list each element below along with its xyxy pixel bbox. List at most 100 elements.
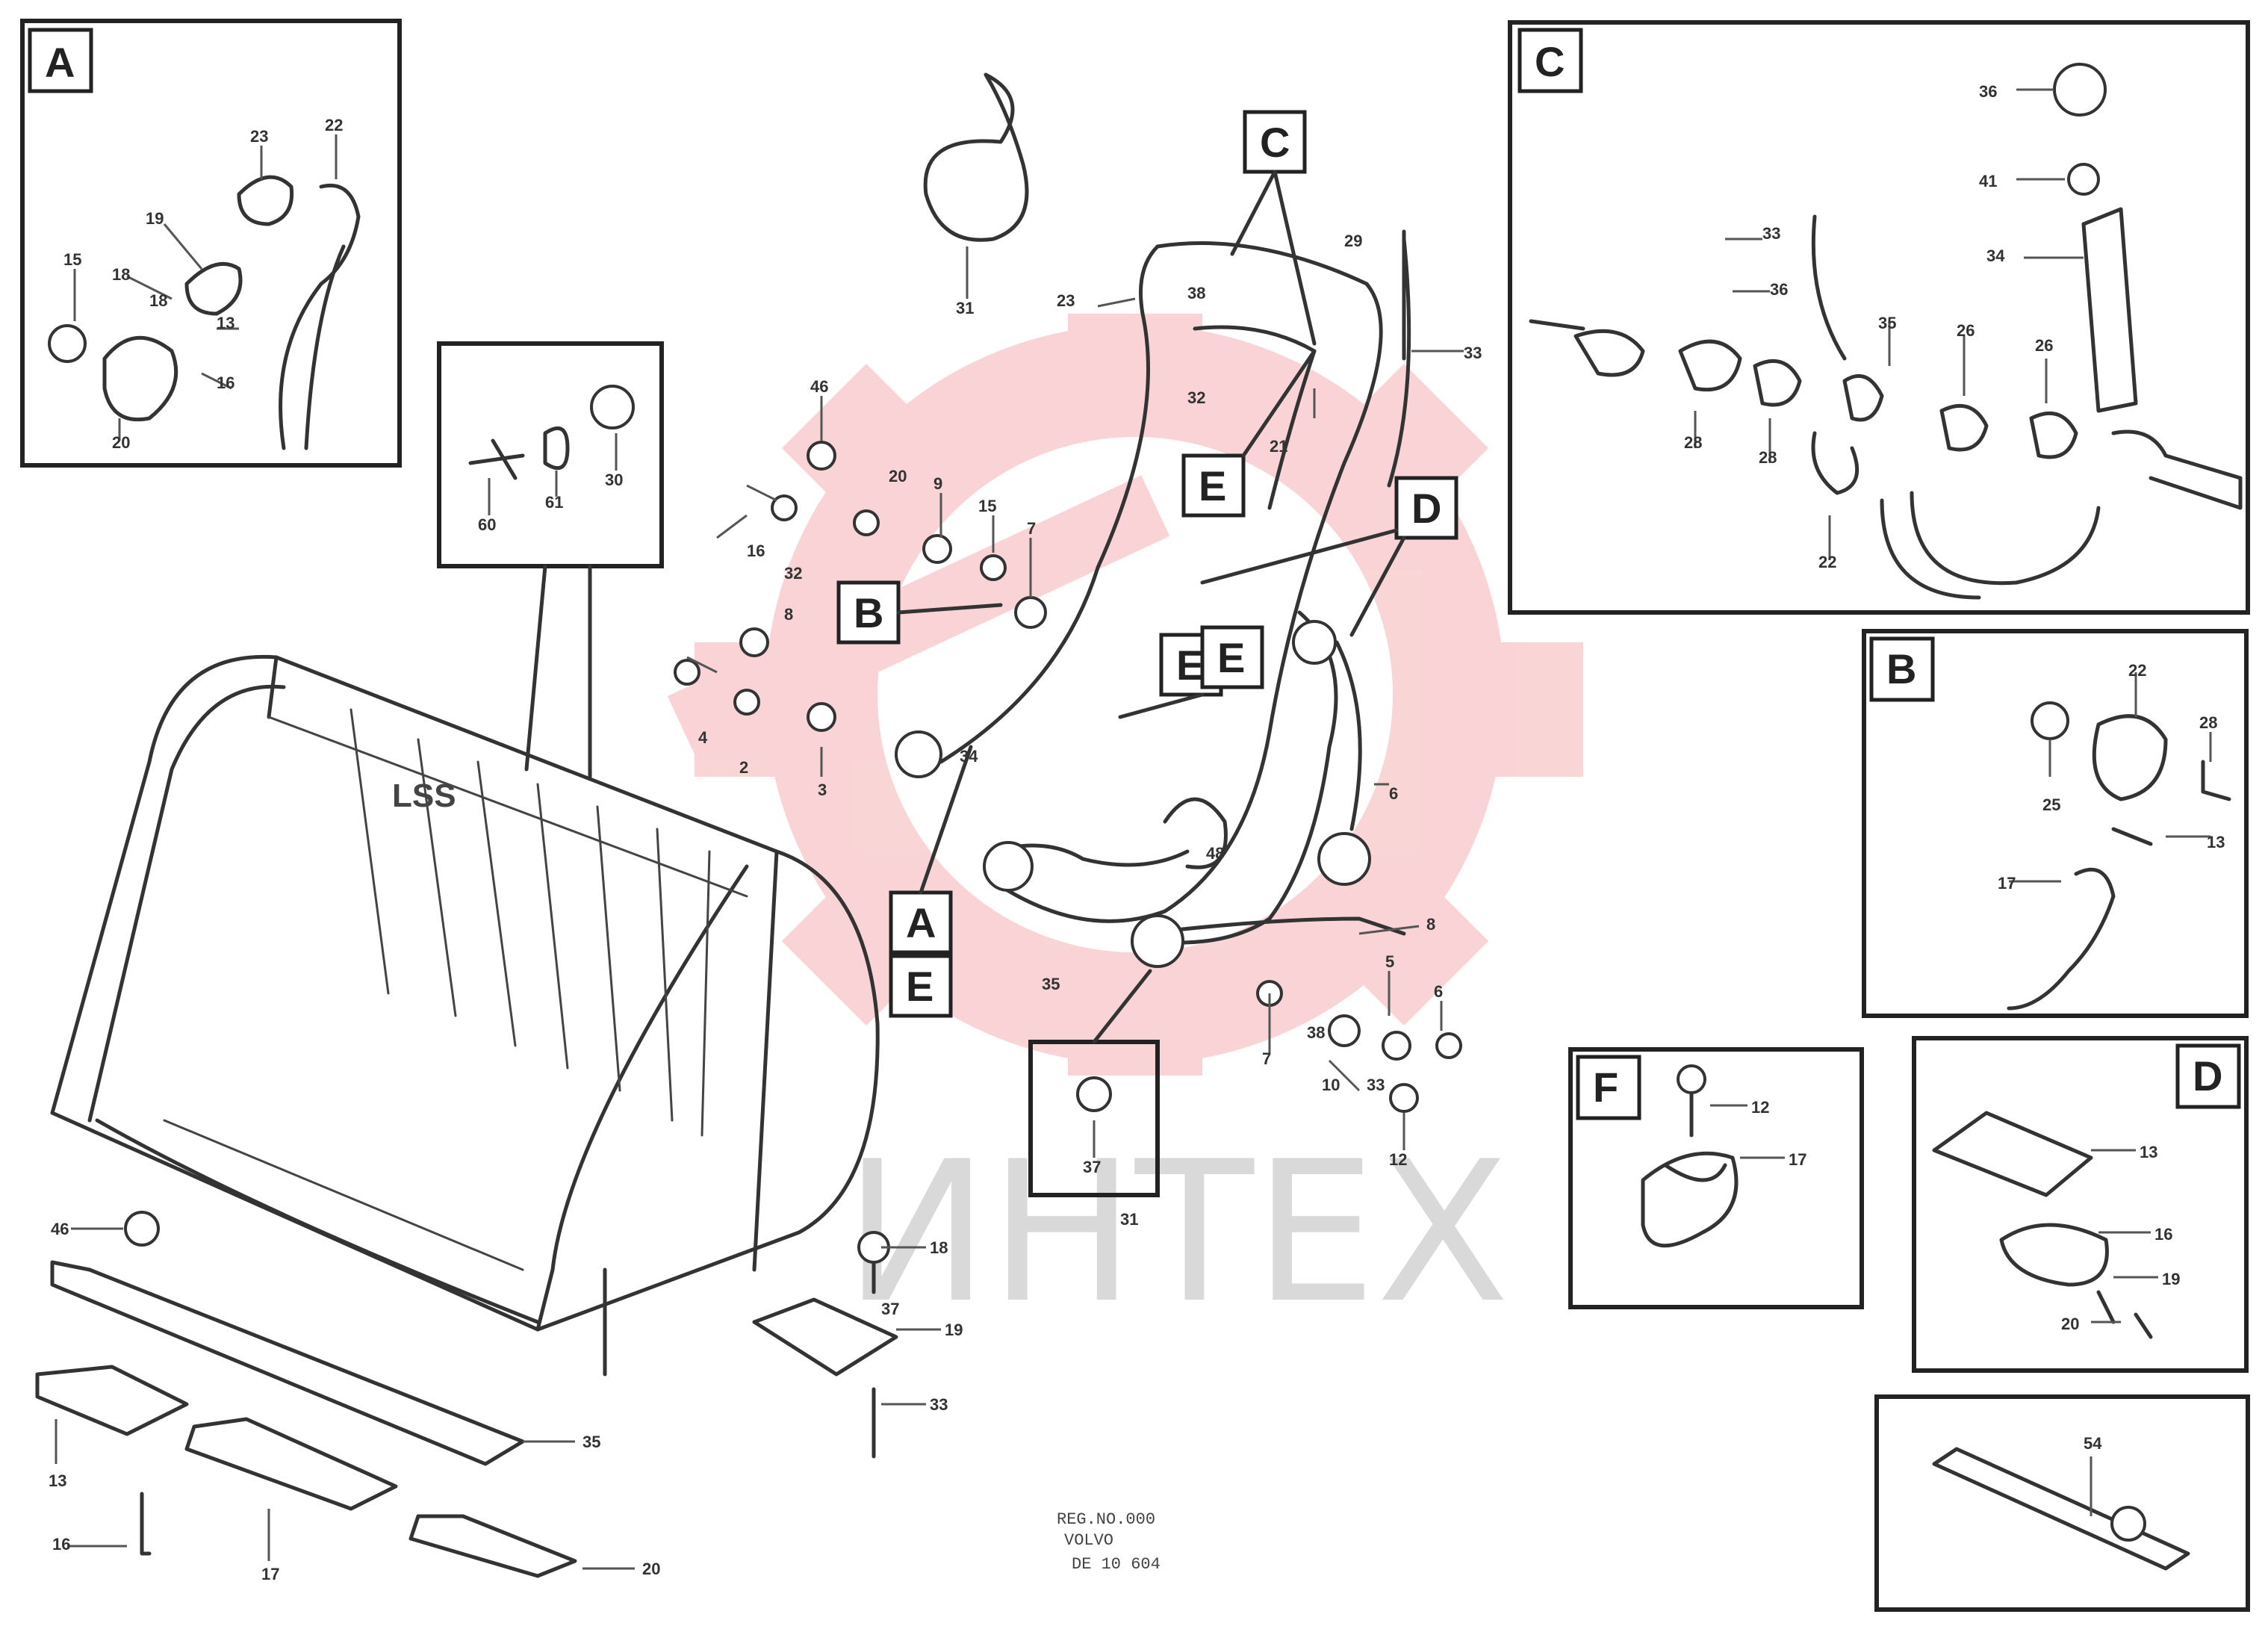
part-number: 23 [1057,291,1075,310]
part-number: 54 [2084,1434,2102,1453]
part-number: 16 [2154,1225,2172,1244]
bucket-model-label: LSS [392,778,456,814]
callout-label: C [1260,119,1290,166]
part-number: 20 [889,467,907,485]
part-number: 36 [1770,280,1788,299]
callout-label: A [906,899,936,946]
part-number: 19 [2162,1270,2180,1288]
part-number: 6 [1389,784,1398,803]
linkage [895,229,1464,968]
part-number: 5 [1385,952,1394,971]
part-number: 15 [63,250,81,269]
part-number: 13 [2207,833,2225,851]
part-number: 17 [1998,874,2016,893]
part-number: 17 [261,1565,279,1583]
part-number: 32 [784,564,802,583]
detail-frame-c: C [1508,20,2250,615]
callout-label: E [906,963,933,1010]
part-number: 34 [1986,246,2005,265]
detail-frame-a: A [20,19,402,468]
detail-frame-bucket-top [437,341,664,779]
part-number: 34 [960,747,978,766]
part-number: 32 [1187,388,1205,407]
part-number: 19 [945,1321,963,1339]
cutting-edges [35,1211,635,1578]
callout-boxes: C E D B E E A E [836,110,1458,1197]
part-number: 4 [698,728,708,747]
part-number: 38 [1307,1023,1325,1042]
part-number: 16 [747,542,765,560]
part-number: 10 [1322,1076,1340,1094]
part-number: 15 [978,497,996,515]
frame-label-f: F [1593,1064,1618,1111]
part-number: 16 [217,373,234,392]
part-number: 13 [49,1471,66,1490]
part-number: 20 [2061,1315,2079,1333]
part-number: 33 [1367,1076,1385,1094]
callout-label: E [1199,462,1226,509]
frame-label-c: C [1535,38,1565,85]
part-number: 19 [146,209,164,228]
callout-label: D [1411,485,1441,532]
part-number: 28 [1684,433,1702,452]
part-number: 3 [818,781,827,799]
part-number: 22 [325,116,343,134]
callout-label: E [1217,634,1245,681]
part-number: 18 [149,291,167,310]
part-number: 46 [810,377,828,396]
frame-label-a: A [45,39,75,86]
frame-label-b: B [1886,645,1916,692]
part-number: 28 [1759,448,1777,467]
part-number: 12 [1751,1098,1769,1117]
watermark-text: ИНТЕХ [844,1120,1509,1346]
part-number: 6 [1434,982,1443,1001]
part-number: 26 [1957,321,1975,340]
part-number: 22 [1818,553,1836,571]
part-number: 8 [1426,915,1435,934]
part-number: 28 [2199,713,2217,732]
part-number: 9 [933,474,942,493]
part-number: 31 [1120,1210,1138,1229]
part-number: 20 [642,1560,660,1578]
part-number: 37 [1083,1158,1101,1176]
part-number: 13 [2140,1143,2157,1161]
part-number: 21 [1270,437,1287,456]
part-number: 8 [784,605,793,624]
part-number: 33 [930,1395,948,1414]
part-number: 2 [739,758,748,777]
part-numbers: 23 22 19 18 15 13 16 18 20 60 61 30 31 2… [49,82,2225,1583]
part-number: 35 [1042,975,1060,993]
frame-label-d: D [2193,1052,2222,1099]
part-number: 48 [1206,844,1224,863]
part-number: 36 [1979,82,1997,101]
part-number: 31 [956,299,974,317]
hardware [674,396,1462,1150]
part-number: 30 [605,471,623,489]
watermark-gear-icon [667,314,1583,1076]
part-number: 33 [1762,224,1780,243]
part-number: 60 [478,515,496,534]
part-number: 38 [1187,284,1205,302]
callout-label: E [1176,642,1204,689]
part-number: 35 [582,1433,600,1451]
detail-frame-d: D [1912,1036,2249,1373]
part-number: 41 [1979,172,1997,190]
detail-frame-bottom-right [1874,1394,2250,1612]
part-number: 33 [1464,344,1482,362]
part-number: 18 [112,265,130,284]
part-number: 22 [2128,661,2146,680]
hose [923,72,1029,299]
bucket: LSS [50,654,880,1377]
part-number: 25 [2042,795,2060,814]
part-number: 16 [52,1535,70,1554]
footer-line: REG.NO.000 [1057,1510,1155,1529]
part-number: 7 [1027,519,1036,538]
callout-label: B [854,589,883,636]
part-number: 7 [1262,1049,1271,1068]
part-number: 61 [545,493,563,512]
part-number: 12 [1389,1150,1407,1169]
part-number: 26 [2035,336,2053,355]
detail-frame-b: B [1862,629,2249,1018]
drawing-footer: REG.NO.000 VOLVO DE 10 604 [1057,1510,1161,1574]
part-number: 18 [930,1238,948,1257]
